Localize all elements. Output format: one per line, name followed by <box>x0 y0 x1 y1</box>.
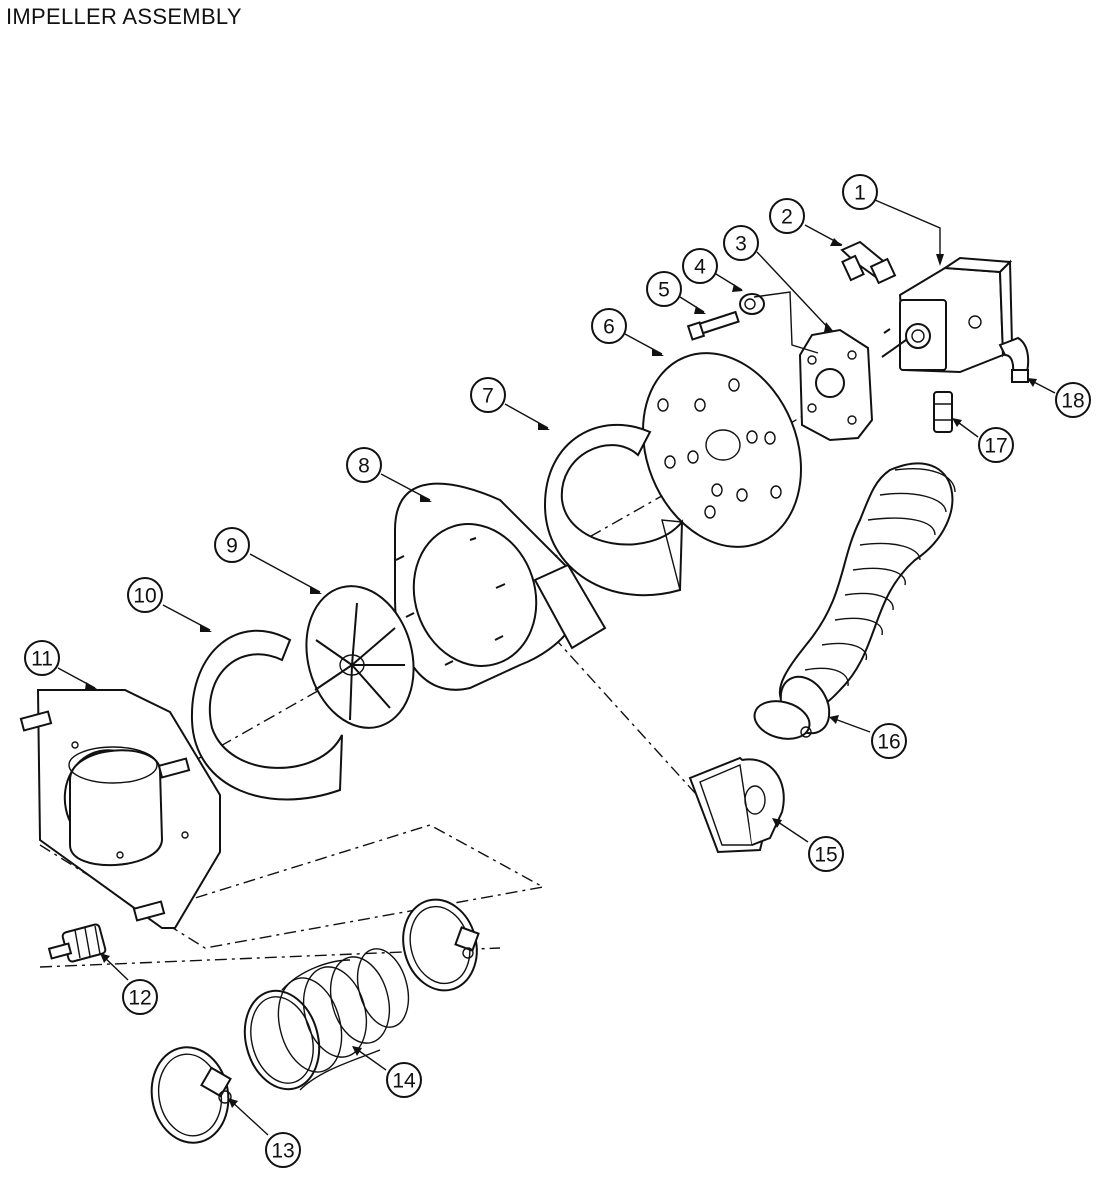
callout-circle <box>591 308 627 344</box>
callout-circle <box>871 723 907 759</box>
callout-circle <box>723 225 759 261</box>
elbow-fitting <box>998 336 1030 383</box>
callout-label: 6 <box>603 316 615 339</box>
callout-label: 16 <box>877 731 900 754</box>
callout-8: 8 <box>346 447 382 483</box>
callout-label: 10 <box>133 585 156 608</box>
callout-label: 15 <box>814 844 837 867</box>
knob <box>47 923 107 963</box>
impeller <box>305 585 415 729</box>
callout-16: 16 <box>871 723 907 759</box>
callout-label: 13 <box>271 1140 294 1163</box>
callout-5: 5 <box>646 271 682 307</box>
callout-label: 7 <box>482 385 494 408</box>
callout-11: 11 <box>24 640 60 676</box>
bellows-hose <box>243 898 480 1091</box>
callout-circle <box>646 271 682 307</box>
nipple-fitting <box>933 391 953 433</box>
callout-13: 13 <box>265 1132 301 1168</box>
gasket-ring-rear <box>543 423 684 597</box>
duct-adapter <box>688 756 785 854</box>
callout-label: 5 <box>658 279 670 302</box>
bushing <box>739 291 819 354</box>
callout-2: 2 <box>769 198 805 234</box>
callout-label: 9 <box>226 535 238 558</box>
callout-label: 1 <box>854 182 866 205</box>
callout-6: 6 <box>591 308 627 344</box>
leader-lines <box>57 199 1056 1136</box>
callout-circle <box>346 447 382 483</box>
callout-circle <box>127 577 163 613</box>
gasket-ring-front <box>190 629 343 801</box>
impeller-housing <box>394 482 607 691</box>
mounting-flange <box>798 328 874 442</box>
callout-7: 7 <box>470 377 506 413</box>
callout-circle <box>265 1132 301 1168</box>
callout-label: 17 <box>984 435 1007 458</box>
callout-circle <box>470 377 506 413</box>
callout-label: 3 <box>735 233 747 256</box>
callout-label: 14 <box>392 1070 416 1093</box>
callout-circle <box>214 527 250 563</box>
callout-18: 18 <box>1055 382 1091 418</box>
callout-circle <box>682 248 718 284</box>
callout-circle <box>24 640 60 676</box>
callout-label: 8 <box>358 455 370 478</box>
callout-4: 4 <box>682 248 718 284</box>
flex-hose <box>753 462 956 740</box>
callout-12: 12 <box>122 979 158 1015</box>
callout-3: 3 <box>723 225 759 261</box>
callout-label: 4 <box>694 256 706 279</box>
front-plate <box>19 689 221 929</box>
callout-circle <box>842 174 878 210</box>
page-title: IMPELLER ASSEMBLY <box>6 4 242 29</box>
callout-label: 18 <box>1061 390 1084 413</box>
callout-circle <box>122 979 158 1015</box>
callout-circle <box>808 836 844 872</box>
callout-9: 9 <box>214 527 250 563</box>
cap-screw <box>686 310 740 341</box>
callout-15: 15 <box>808 836 844 872</box>
callout-circle <box>1055 382 1091 418</box>
callout-17: 17 <box>978 427 1014 463</box>
callout-1: 1 <box>842 174 878 210</box>
callout-circle <box>978 427 1014 463</box>
callout-14: 14 <box>386 1062 422 1098</box>
callout-circle <box>386 1062 422 1098</box>
callout-10: 10 <box>127 577 163 613</box>
back-plate <box>642 352 802 548</box>
pump-motor <box>881 256 1014 374</box>
callout-circle <box>769 198 805 234</box>
tee-fitting <box>840 240 897 285</box>
hose-clamp <box>150 1046 232 1144</box>
callout-label: 2 <box>781 206 793 229</box>
callout-label: 12 <box>128 987 151 1010</box>
callout-label: 11 <box>31 648 53 671</box>
